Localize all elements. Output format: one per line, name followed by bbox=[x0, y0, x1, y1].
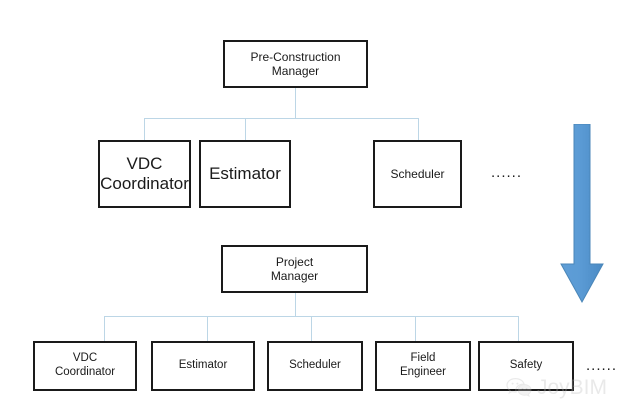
node-vdc-coordinator-construction[interactable]: VDC Coordinator bbox=[33, 341, 137, 391]
connector-drop-level2-child1 bbox=[104, 316, 105, 341]
node-label: Estimator bbox=[178, 359, 228, 372]
connector-drop-level2-child2 bbox=[207, 316, 208, 341]
node-label: Estimator bbox=[209, 163, 281, 183]
node-label: Field Engineer bbox=[399, 352, 447, 378]
node-label: Pre-Construction Manager bbox=[250, 49, 341, 78]
node-safety-construction[interactable]: Safety bbox=[478, 341, 574, 391]
node-estimator-preconstruction[interactable]: Estimator bbox=[199, 140, 291, 208]
node-label: Scheduler bbox=[390, 166, 445, 181]
node-label: VDC Coordinator bbox=[100, 153, 189, 193]
node-vdc-coordinator-preconstruction[interactable]: VDC Coordinator bbox=[98, 140, 191, 208]
node-label: Safety bbox=[509, 359, 543, 372]
connector-bus-level1 bbox=[144, 118, 418, 119]
ellipsis-level1: ...... bbox=[491, 164, 523, 181]
connector-drop-level2-child5 bbox=[518, 316, 519, 341]
node-estimator-construction[interactable]: Estimator bbox=[151, 341, 255, 391]
connector-drop-level2-child4 bbox=[415, 316, 416, 341]
phase-progression-arrow bbox=[559, 123, 605, 304]
connector-stem-level1 bbox=[295, 88, 296, 118]
ellipsis-level2: ...... bbox=[586, 357, 618, 374]
connector-drop-level1-child3 bbox=[418, 118, 419, 140]
node-scheduler-construction[interactable]: Scheduler bbox=[267, 341, 363, 391]
node-label: Scheduler bbox=[289, 359, 341, 372]
connector-drop-level1-child2 bbox=[245, 118, 246, 140]
node-pre-construction-manager[interactable]: Pre-Construction Manager bbox=[223, 40, 368, 88]
node-project-manager[interactable]: Project Manager bbox=[221, 245, 368, 293]
node-field-engineer-construction[interactable]: Field Engineer bbox=[375, 341, 471, 391]
connector-drop-level2-child3 bbox=[311, 316, 312, 341]
connector-stem-level2 bbox=[295, 293, 296, 316]
node-scheduler-preconstruction[interactable]: Scheduler bbox=[373, 140, 462, 208]
connector-drop-level1-child1 bbox=[144, 118, 145, 140]
node-label: VDC Coordinator bbox=[54, 352, 116, 378]
node-label: Project Manager bbox=[270, 254, 319, 283]
down-arrow-icon bbox=[560, 123, 604, 304]
